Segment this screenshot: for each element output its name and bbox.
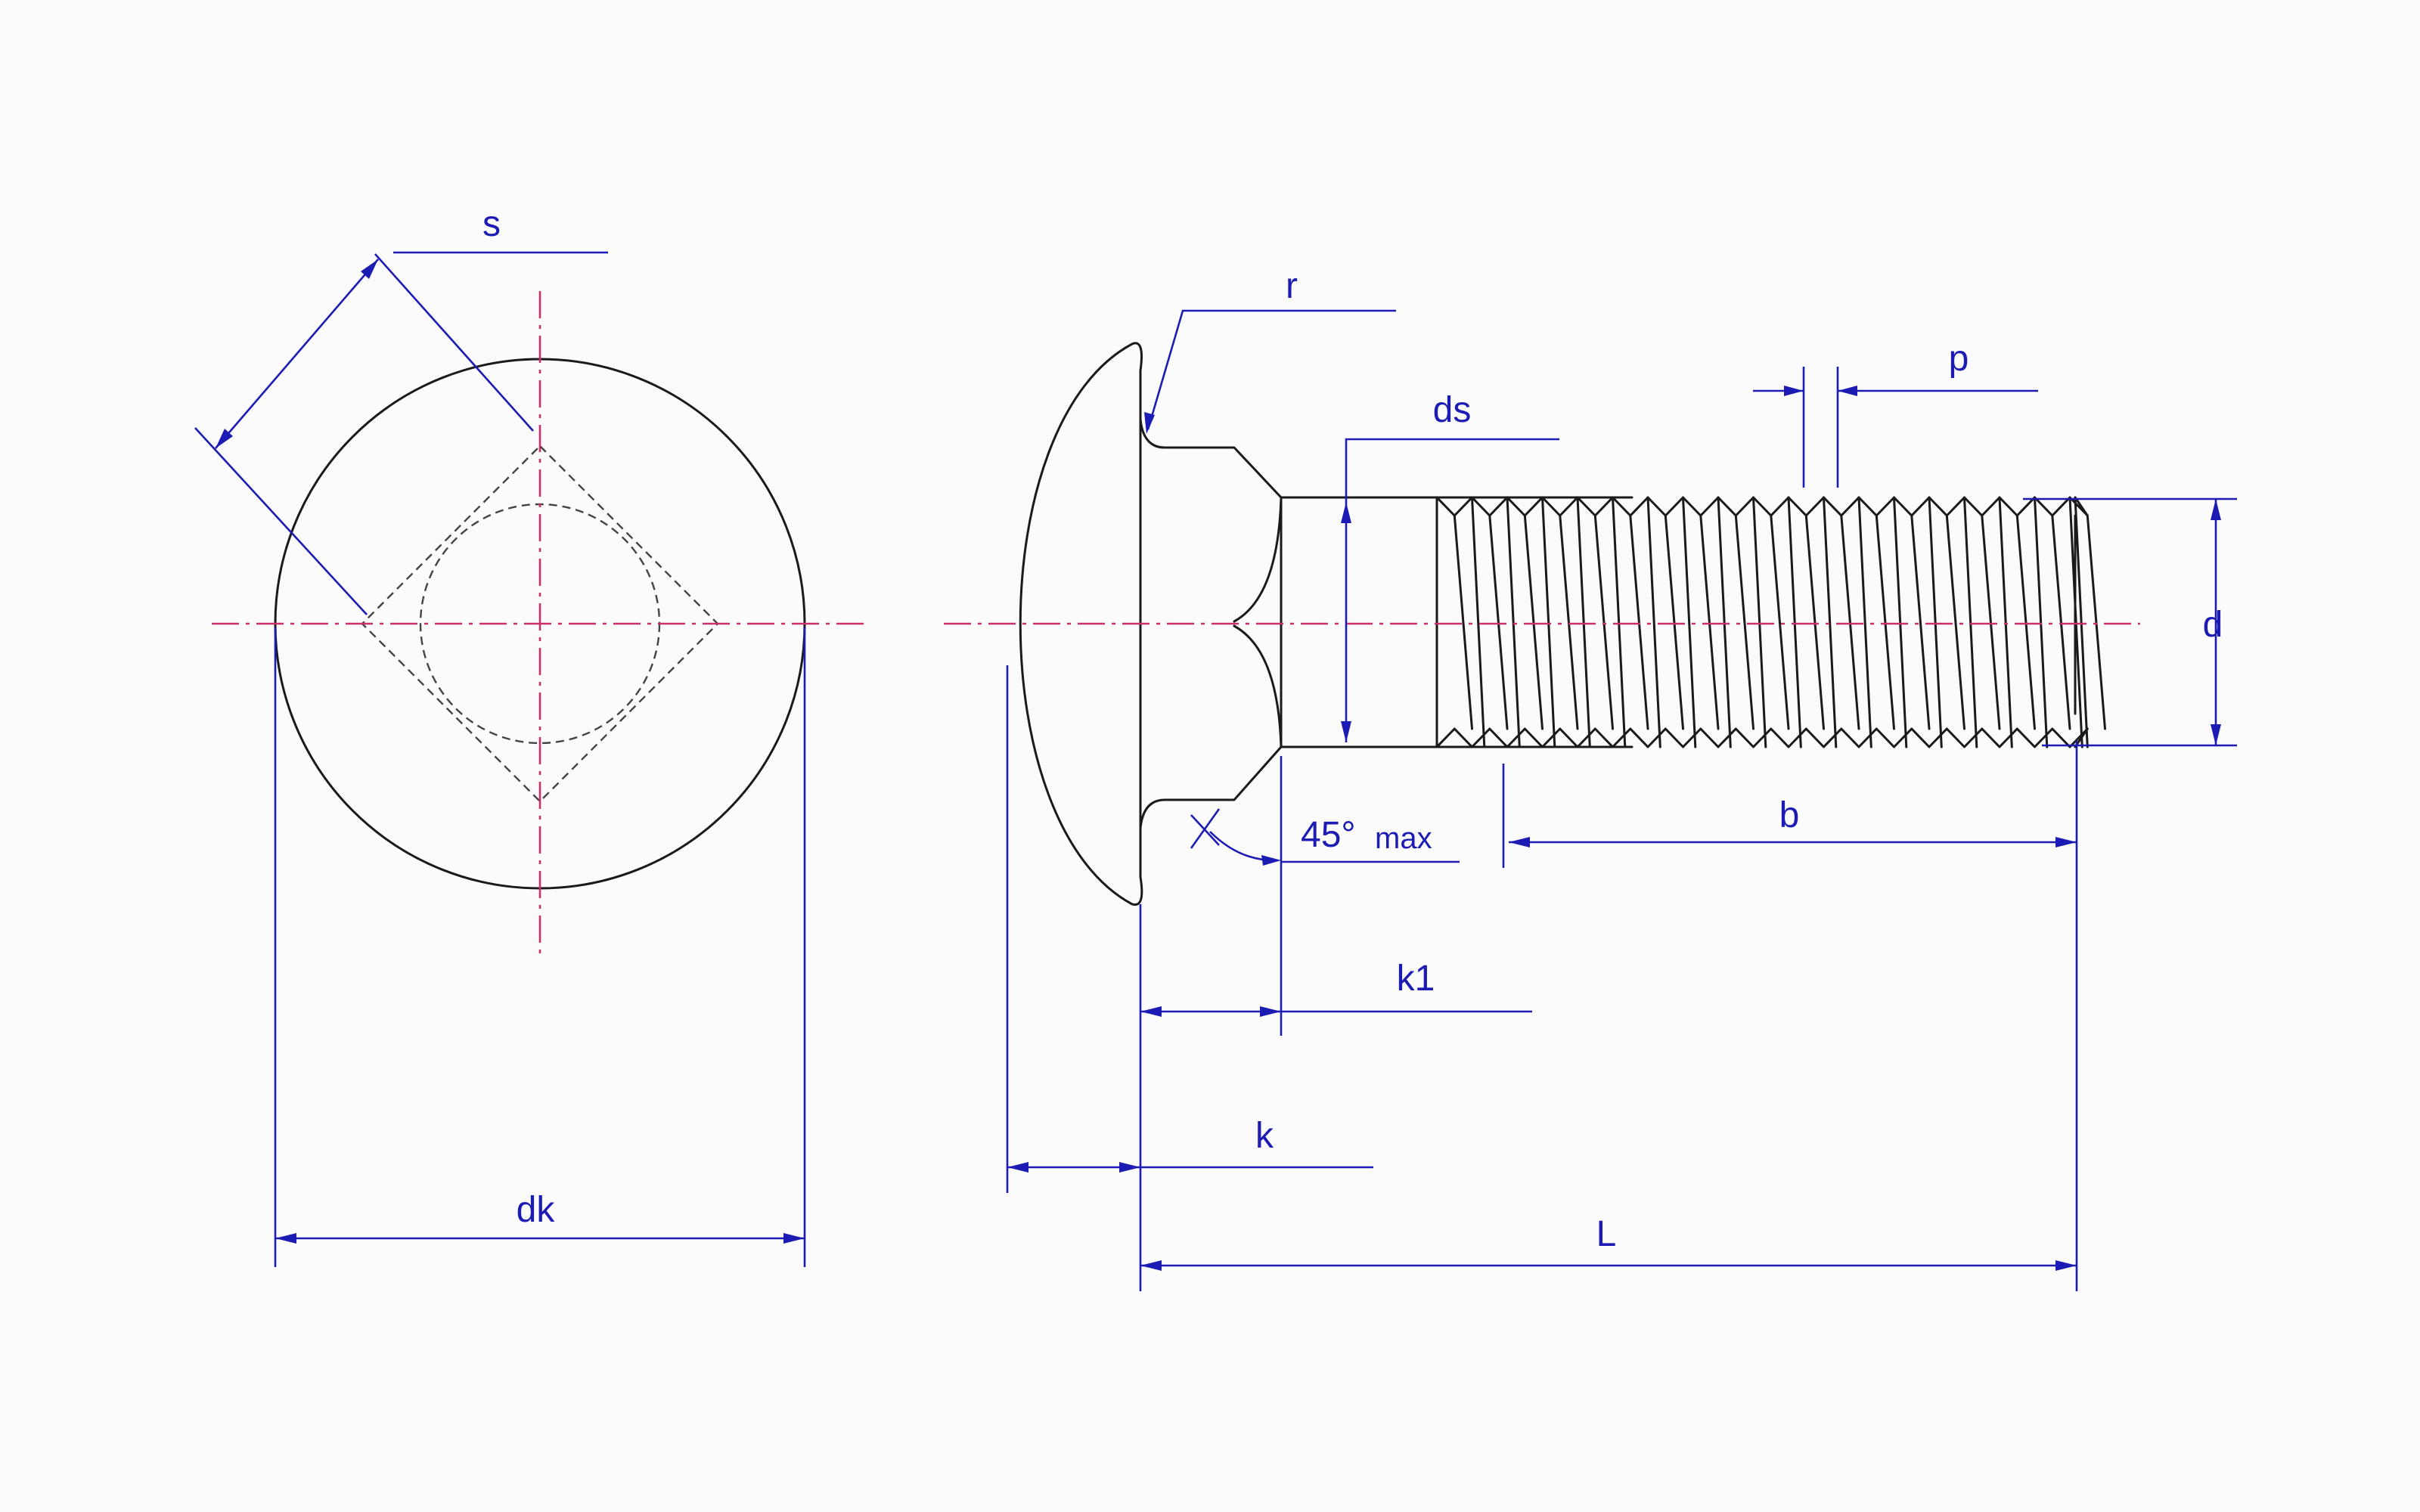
angle-label: 45°: [1301, 815, 1356, 855]
ds-leader-line: [1345, 438, 1559, 742]
b-label: b: [1779, 795, 1800, 835]
angle-arc: [1209, 831, 1279, 862]
s-extension-line-upper: [374, 253, 534, 432]
k1-label: k1: [1397, 959, 1435, 999]
L-arrowhead-right: [2055, 1260, 2077, 1271]
thread-flank-lines: [1453, 496, 2106, 748]
ds-arrowhead-upper: [1341, 502, 1351, 523]
d-label: d: [2203, 605, 2223, 645]
s-label: s: [482, 204, 501, 244]
r-arrowhead: [1144, 412, 1155, 434]
angle-cross-mark: [1190, 808, 1221, 849]
L-label: L: [1596, 1214, 1617, 1254]
k1-arrowhead-right: [1260, 1006, 1281, 1017]
s-dimension-line: [215, 259, 379, 449]
k-label: k: [1255, 1116, 1274, 1156]
ds-arrowhead-lower: [1341, 721, 1351, 742]
ds-label: ds: [1433, 390, 1472, 430]
k-arrowhead-right: [1119, 1162, 1140, 1173]
dk-arrowhead-right: [783, 1233, 805, 1244]
p-arrowhead-right: [1838, 386, 1857, 396]
k-arrowhead-left: [1007, 1162, 1028, 1173]
dk-arrowhead-left: [275, 1233, 296, 1244]
dk-label: dk: [517, 1190, 556, 1230]
b-arrowhead-left: [1509, 837, 1530, 847]
thread-crest-upper: [1435, 496, 2089, 517]
square-neck-hidden-outline: [361, 445, 719, 803]
dome-head-outline: [1019, 342, 1143, 906]
d-arrowhead-lower: [2211, 724, 2221, 745]
neck-upper-outline: [1139, 418, 1634, 499]
L-arrowhead-left: [1140, 1260, 1162, 1271]
p-arrowhead-left: [1784, 386, 1804, 396]
s-arrowhead-lower: [216, 429, 233, 448]
angle-arrowhead: [1261, 855, 1281, 866]
thread-teeth: [1435, 496, 2106, 748]
r-leader-line: [1146, 309, 1396, 430]
s-extension-line-lower: [194, 427, 368, 615]
angle-note-label: max: [1375, 822, 1432, 855]
r-label: r: [1286, 266, 1298, 306]
s-arrowhead-upper: [361, 259, 378, 279]
side-view: r ds p d 45° max b: [944, 266, 2237, 1291]
thread-crest-lower: [1435, 727, 2089, 748]
k1-arrowhead-left: [1140, 1006, 1162, 1017]
end-view: s dk: [194, 204, 870, 1267]
d-arrowhead-upper: [2211, 499, 2221, 520]
neck-corner-curves: [1233, 496, 1283, 748]
neck-lower-outline: [1139, 745, 1634, 829]
b-arrowhead-right: [2055, 837, 2077, 847]
p-label: p: [1949, 339, 1969, 379]
